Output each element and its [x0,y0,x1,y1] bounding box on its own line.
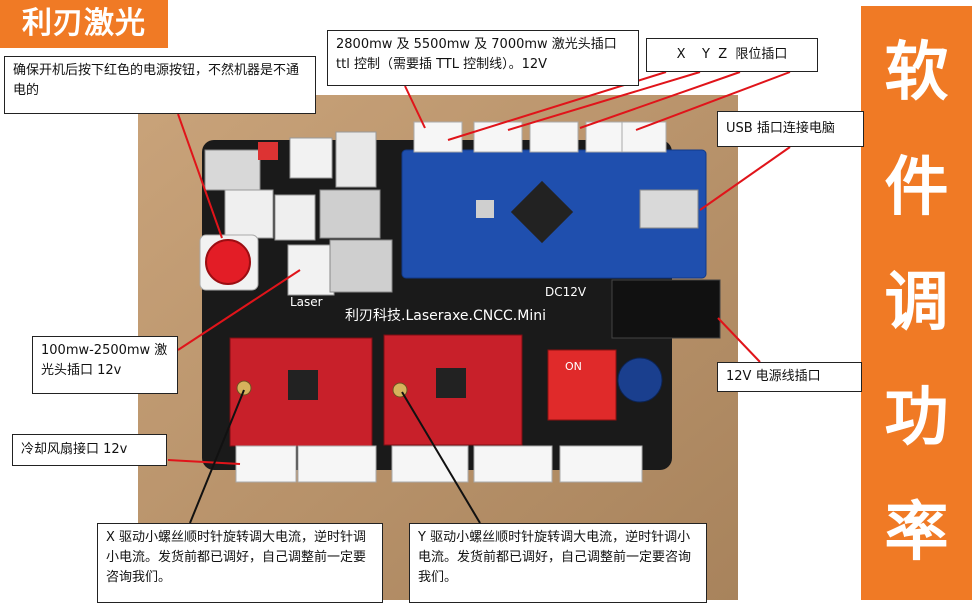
board-silk-title: 利刃科技.Laseraxe.CNCC.Mini [345,308,546,324]
dip-switch [547,349,617,421]
pointer-lines [189,389,481,524]
y-driver-chip [436,368,466,398]
jst-connector [274,194,316,241]
z-motor-connector [473,445,553,483]
vertical-banner: 软 件 调 功 率 [861,6,972,600]
banner-char: 调 [884,265,949,340]
usb-port [639,189,699,229]
jst-connector [289,137,333,179]
callout-power-12v: 12V 电源线插口 [717,362,862,392]
y-motor-connector [391,445,469,483]
capacitor [617,357,663,403]
laser-connector [287,244,335,296]
jst-connector [335,131,377,188]
callout-fan-port: 冷却风扇接口 12v [12,434,167,466]
banner-char: 功 [884,380,949,455]
callout-y-driver: Y 驱动小螺丝顺时针旋转调大电流，逆时针调小电流。发货前都已调好，自己调整前一定… [409,523,707,603]
mosfet-heatsink [329,239,393,293]
brand-label: 利刃激光 [0,0,168,48]
callout-x-driver: X 驱动小螺丝顺时针旋转调大电流，逆时针调小电流。发货前都已调好，自己调整前一定… [97,523,383,603]
jst-connector [224,189,274,239]
x-limit-connector [473,121,523,153]
mosfet-heatsink [204,149,261,191]
atmega-chip [510,180,574,244]
callout-ttl-header: 2800mw 及 5500mw 及 7000mw 激光头插口 ttl 控制（需要… [327,30,639,86]
callout-usb: USB 插口连接电脑 [717,111,864,147]
laser-silk-label: Laser [290,295,323,309]
ttl-connector [413,121,463,153]
reset-button [476,200,494,218]
callout-laser-port: 100mw-2500mw 激光头插口 12v [32,336,178,394]
callout-power-button: 确保开机后按下红色的电源按钮，不然机器是不通电的 [4,56,316,114]
banner-char: 软 [884,36,949,111]
dip-on-label: ON [565,360,582,373]
x-driver-chip [288,370,318,400]
fuse [258,142,278,160]
fan-connector [235,445,297,483]
dc-power-jack [611,279,721,339]
red-power-button [205,239,251,285]
motor-connector [559,445,643,483]
y-limit-connector [529,121,579,153]
dc-silk-label: DC12V [545,285,587,299]
callout-limit-ports: X Y Z 限位插口 [646,38,818,72]
y-trim-pot [392,382,408,398]
mosfet-heatsink [319,189,381,239]
banner-char: 件 [884,151,949,226]
x-motor-connector [297,445,377,483]
banner-char: 率 [884,495,949,570]
x-trim-pot [236,380,252,396]
